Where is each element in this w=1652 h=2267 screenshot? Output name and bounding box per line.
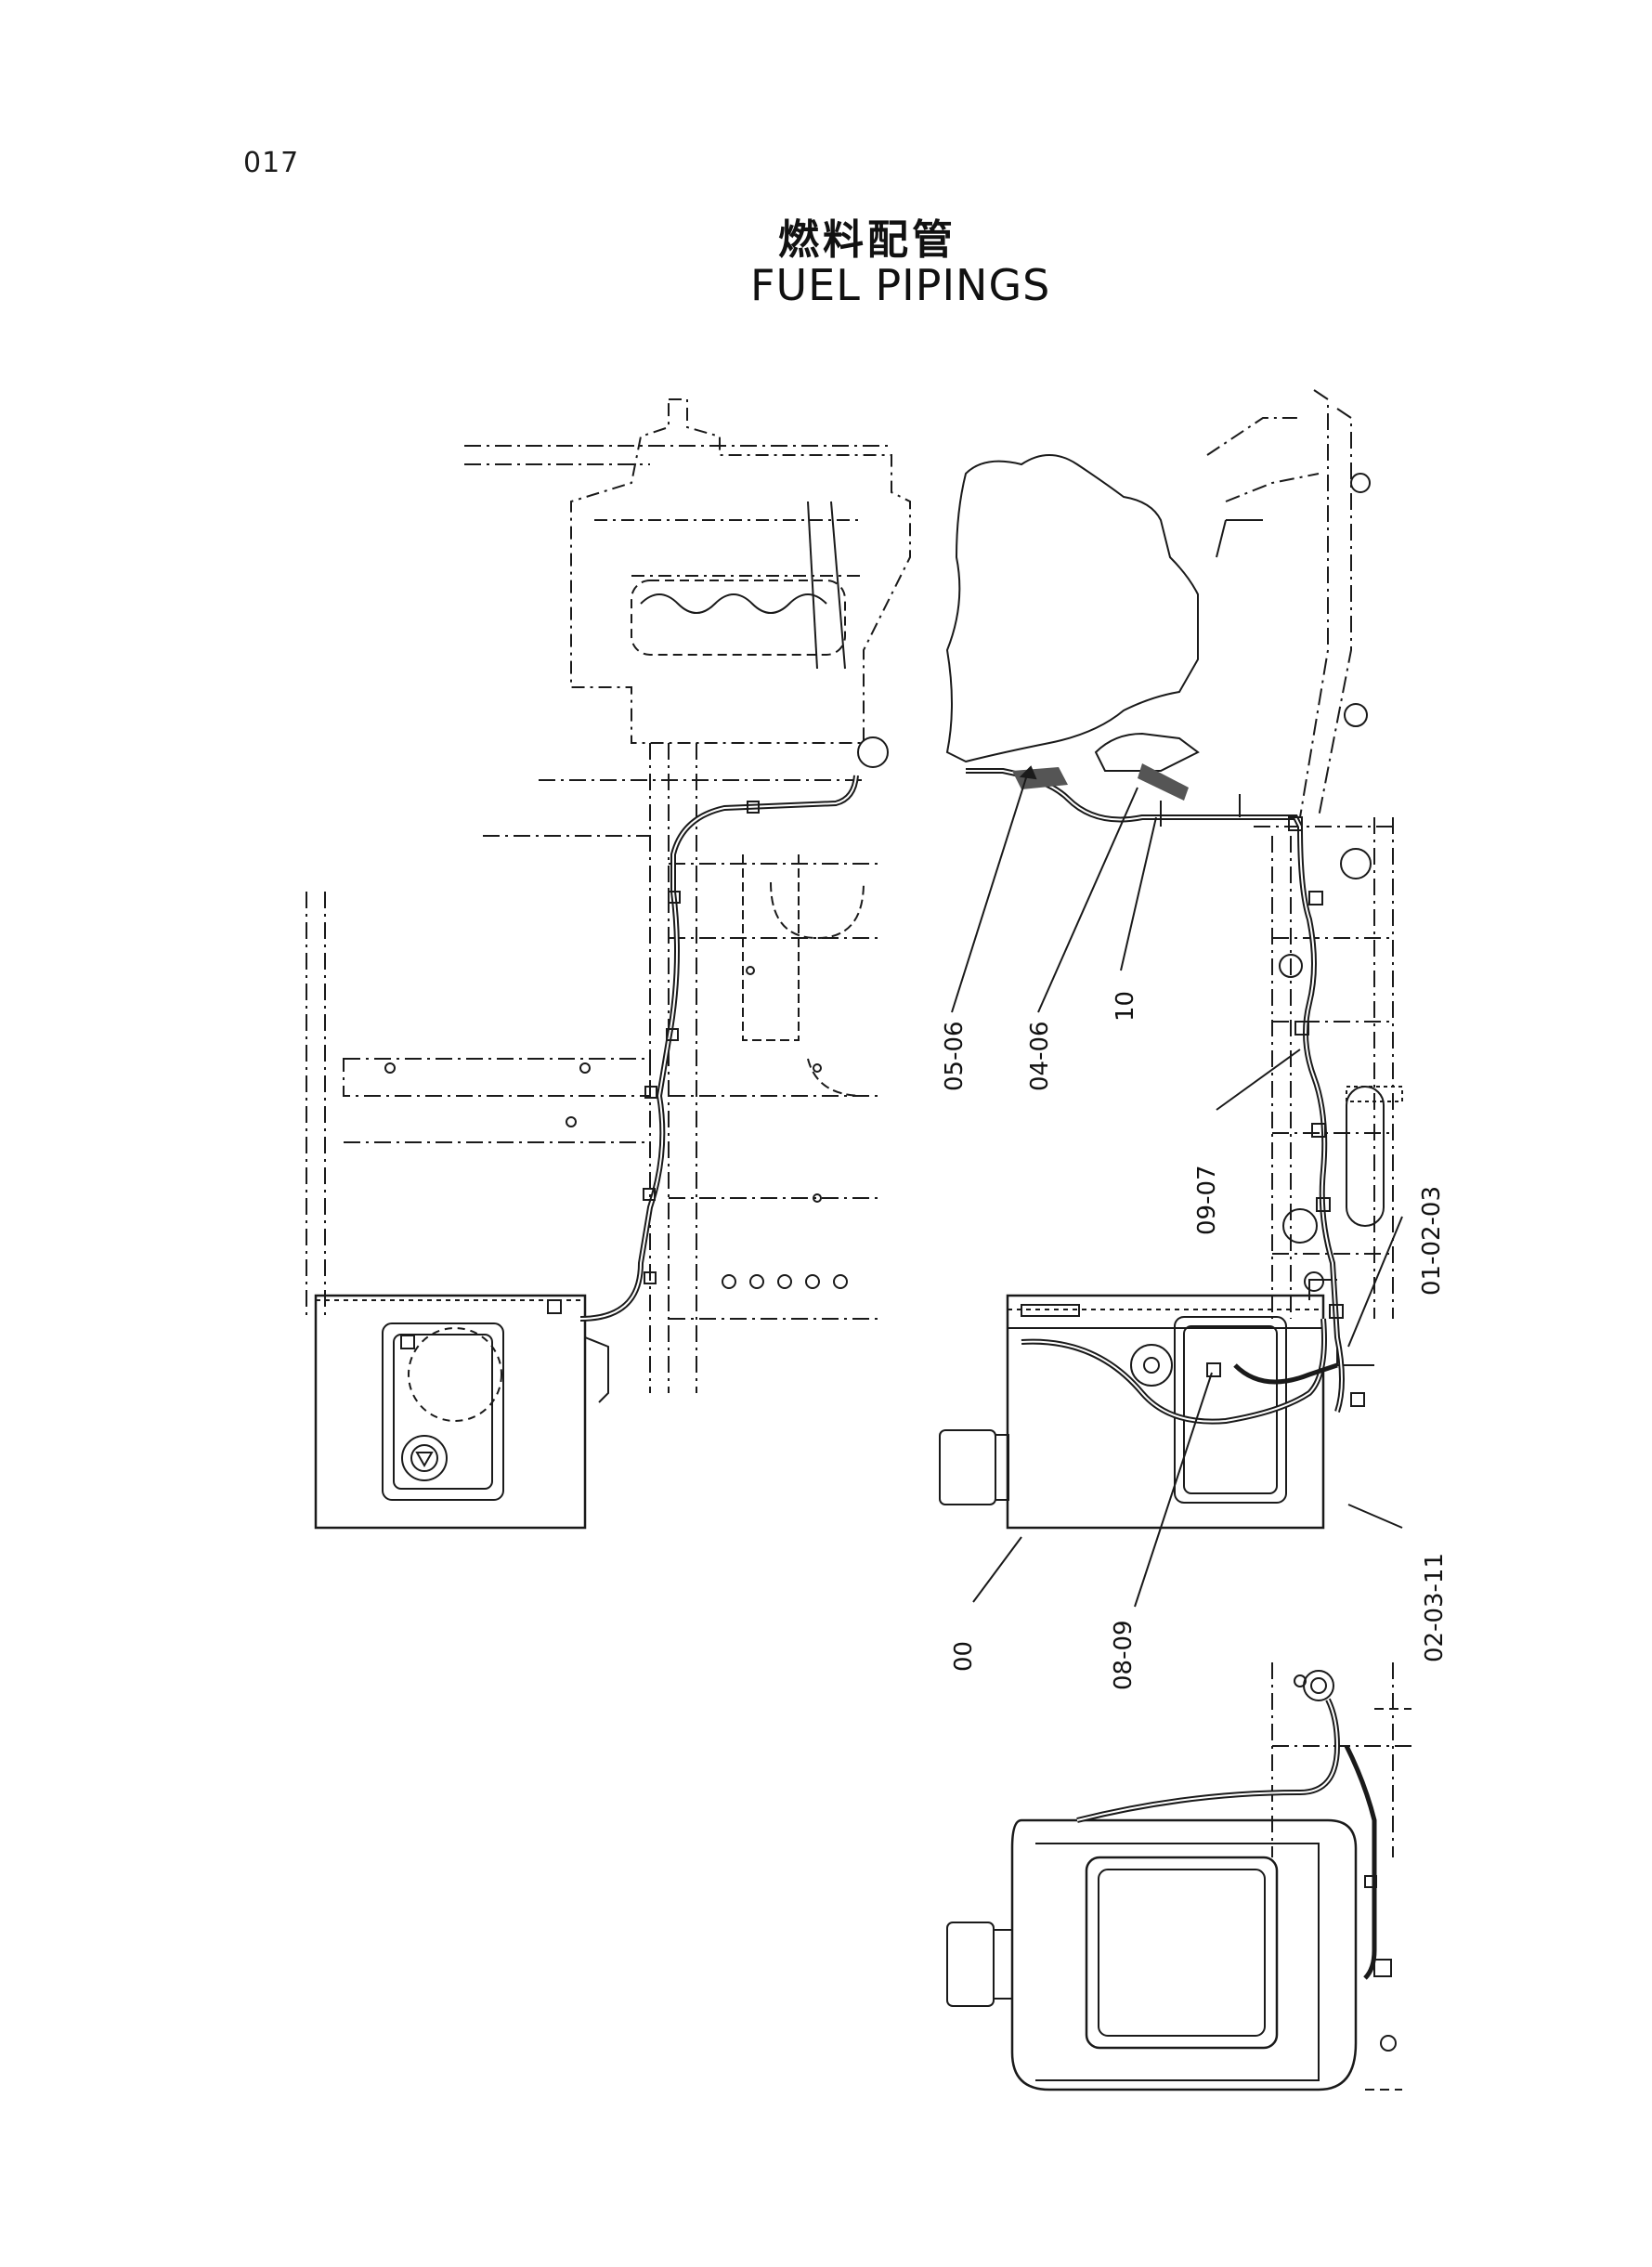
- leader-lines: [951, 765, 1403, 1608]
- callout-02-03-11: 02-03-11: [1421, 1553, 1449, 1662]
- callout-00: 00: [950, 1641, 978, 1672]
- title-english: FUEL PIPINGS: [750, 260, 1051, 310]
- right-view: [939, 389, 1403, 1530]
- left-view: [306, 398, 911, 1530]
- callout-05-06: 05-06: [941, 1021, 969, 1091]
- callouts: 05-06 04-06 10 09-07 01-02-03 00 08-09 0…: [941, 991, 1449, 1690]
- bottom-view: [946, 1662, 1411, 2091]
- callout-04-06: 04-06: [1026, 1021, 1054, 1091]
- callout-08-09: 08-09: [1110, 1620, 1138, 1690]
- callout-10: 10: [1112, 991, 1139, 1022]
- title-japanese: 燃料配管: [778, 216, 956, 264]
- callout-01-02-03: 01-02-03: [1418, 1186, 1446, 1296]
- callout-09-07: 09-07: [1193, 1165, 1221, 1235]
- page-number: 017: [243, 147, 300, 179]
